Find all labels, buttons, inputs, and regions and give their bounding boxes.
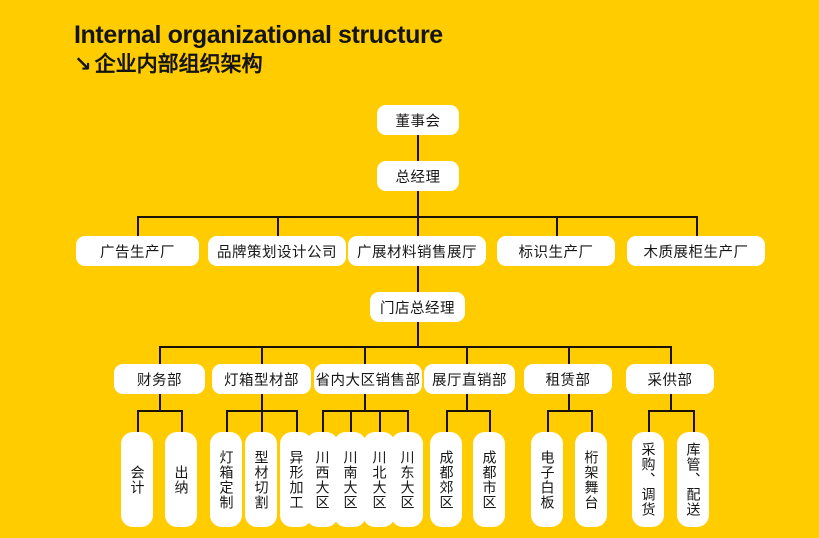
node-general-manager[interactable]: 总经理 bbox=[377, 161, 459, 191]
connector-procurement-bus bbox=[648, 410, 693, 412]
connector-lightbox-stem bbox=[261, 394, 263, 410]
node-division-sign-factory[interactable]: 标识生产厂 bbox=[497, 236, 615, 266]
connector-procurement-leaf-2 bbox=[693, 410, 695, 432]
connector-division3-to-store-gm bbox=[417, 266, 419, 292]
node-leaf-chengdu-city[interactable]: 成都市区 bbox=[473, 432, 505, 527]
node-division-wood-cabinet-factory[interactable]: 木质展柜生产厂 bbox=[627, 236, 765, 266]
node-leaf-warehouse-delivery[interactable]: 库管、配送 bbox=[677, 432, 709, 527]
connector-department-drop-5 bbox=[568, 346, 570, 364]
connector-lightbox-leaf-3 bbox=[296, 410, 298, 432]
connector-finance-leaf-2 bbox=[181, 410, 183, 432]
connector-department-drop-4 bbox=[466, 346, 468, 364]
connector-regional-stem bbox=[364, 394, 366, 410]
connector-regional-leaf-1 bbox=[322, 410, 324, 432]
connector-procurement-leaf-1 bbox=[648, 410, 650, 432]
connector-gm-down bbox=[417, 190, 419, 216]
node-board-of-directors[interactable]: 董事会 bbox=[377, 105, 459, 135]
connector-showroom-leaf-2 bbox=[489, 410, 491, 432]
node-department-provincial-sales[interactable]: 省内大区销售部 bbox=[314, 364, 422, 394]
node-department-finance[interactable]: 财务部 bbox=[114, 364, 205, 394]
connector-department-drop-3 bbox=[364, 346, 366, 364]
connector-division-bus bbox=[137, 216, 697, 218]
node-department-rental[interactable]: 租赁部 bbox=[524, 364, 612, 394]
arrow-down-right-icon: ↘ bbox=[74, 53, 92, 76]
node-leaf-chengdu-suburb[interactable]: 成都郊区 bbox=[430, 432, 462, 527]
connector-division-drop-1 bbox=[137, 216, 139, 236]
connector-finance-bus bbox=[137, 410, 182, 412]
connector-division-drop-2 bbox=[277, 216, 279, 236]
connector-department-drop-1 bbox=[159, 346, 161, 364]
node-division-material-showroom[interactable]: 广展材料销售展厅 bbox=[348, 236, 486, 266]
connector-procurement-stem bbox=[670, 394, 672, 410]
connector-root-to-gm bbox=[417, 134, 419, 161]
connector-regional-leaf-4 bbox=[407, 410, 409, 432]
connector-store-gm-down bbox=[417, 321, 419, 346]
connector-regional-bus bbox=[322, 410, 408, 412]
page-title: Internal organizational structure ↘企业内部组… bbox=[74, 20, 443, 78]
connector-rental-leaf-2 bbox=[591, 410, 593, 432]
node-department-lightbox-profile[interactable]: 灯箱型材部 bbox=[212, 364, 311, 394]
connector-finance-stem bbox=[159, 394, 161, 410]
title-english: Internal organizational structure bbox=[74, 21, 443, 49]
connector-rental-leaf-1 bbox=[547, 410, 549, 432]
node-leaf-profile-cutting[interactable]: 型材切割 bbox=[245, 432, 277, 527]
node-leaf-cashier[interactable]: 出纳 bbox=[165, 432, 197, 527]
connector-rental-bus bbox=[547, 410, 591, 412]
connector-lightbox-bus bbox=[226, 410, 297, 412]
connector-department-drop-6 bbox=[670, 346, 672, 364]
node-leaf-west-sichuan-region[interactable]: 川西大区 bbox=[306, 432, 338, 527]
node-leaf-south-sichuan-region[interactable]: 川南大区 bbox=[334, 432, 366, 527]
node-leaf-truss-stage[interactable]: 桁架舞台 bbox=[575, 432, 607, 527]
connector-department-drop-2 bbox=[261, 346, 263, 364]
node-leaf-lightbox-custom[interactable]: 灯箱定制 bbox=[210, 432, 242, 527]
node-leaf-accounting[interactable]: 会计 bbox=[121, 432, 153, 527]
title-chinese: ↘企业内部组织架构 bbox=[74, 51, 443, 78]
node-division-ad-factory[interactable]: 广告生产厂 bbox=[76, 236, 199, 266]
connector-showroom-bus bbox=[446, 410, 489, 412]
connector-finance-leaf-1 bbox=[137, 410, 139, 432]
node-leaf-electronic-whiteboard[interactable]: 电子白板 bbox=[531, 432, 563, 527]
connector-regional-leaf-2 bbox=[350, 410, 352, 432]
node-leaf-north-sichuan-region[interactable]: 川北大区 bbox=[363, 432, 395, 527]
connector-division-drop-3 bbox=[417, 216, 419, 236]
connector-department-bus bbox=[159, 346, 671, 348]
connector-division-drop-4 bbox=[556, 216, 558, 236]
connector-division-drop-5 bbox=[696, 216, 698, 236]
node-department-showroom-direct-sales[interactable]: 展厅直销部 bbox=[424, 364, 515, 394]
connector-lightbox-leaf-2 bbox=[261, 410, 263, 432]
node-leaf-purchasing-transfer[interactable]: 采购、调货 bbox=[632, 432, 664, 527]
connector-regional-leaf-3 bbox=[379, 410, 381, 432]
node-store-general-manager[interactable]: 门店总经理 bbox=[370, 292, 465, 322]
node-leaf-east-sichuan-region[interactable]: 川东大区 bbox=[391, 432, 423, 527]
node-department-procurement-supply[interactable]: 采供部 bbox=[626, 364, 714, 394]
node-division-brand-design[interactable]: 品牌策划设计公司 bbox=[208, 236, 346, 266]
connector-lightbox-leaf-1 bbox=[226, 410, 228, 432]
connector-showroom-leaf-1 bbox=[446, 410, 448, 432]
title-chinese-text: 企业内部组织架构 bbox=[94, 53, 263, 76]
connector-rental-stem bbox=[568, 394, 570, 410]
connector-showroom-stem bbox=[466, 394, 468, 410]
